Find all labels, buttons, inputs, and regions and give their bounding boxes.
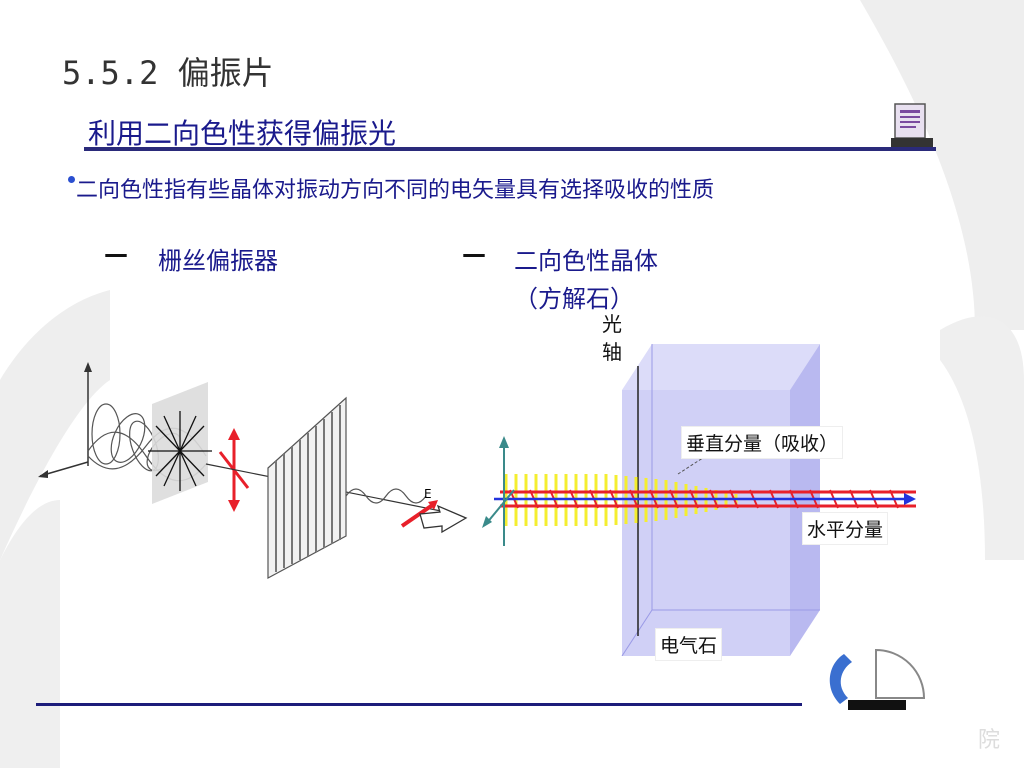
bullet-text: 二向色性指有些晶体对振动方向不同的电矢量具有选择吸收的性质 xyxy=(76,178,715,203)
optic-axis-label: 光轴 xyxy=(602,312,622,364)
watermark: 院 xyxy=(978,728,1001,753)
section-title: 5.5.2 偏振片 xyxy=(62,54,274,92)
horizontal-component-label: 水平分量 xyxy=(802,512,889,545)
bullet-dot xyxy=(68,176,75,183)
slide-subtitle: 利用二向色性获得偏振光 xyxy=(88,117,397,150)
e-vector-symbol: E xyxy=(424,487,432,501)
footer-rule xyxy=(36,703,802,706)
dash-marker: — xyxy=(462,240,486,268)
vertical-component-label: 垂直分量（吸收） xyxy=(681,426,844,459)
crystal-label-sub: （方解石） xyxy=(514,285,634,313)
crystal-name-label: 电气石 xyxy=(655,628,723,661)
dash-marker: — xyxy=(104,240,128,268)
wire-grid-diagram: E xyxy=(38,362,468,580)
crystal-diagram xyxy=(482,344,916,656)
crystal-label: 二向色性晶体 xyxy=(514,247,658,275)
title-underline xyxy=(84,147,936,151)
contents-button[interactable] xyxy=(891,101,933,147)
bullet-point: 二向色性指有些晶体对振动方向不同的电矢量具有选择吸收的性质 xyxy=(68,172,714,204)
institution-logo xyxy=(829,648,926,710)
wire-grid-label: 栅丝偏振器 xyxy=(158,247,278,275)
document-icon xyxy=(891,103,933,147)
